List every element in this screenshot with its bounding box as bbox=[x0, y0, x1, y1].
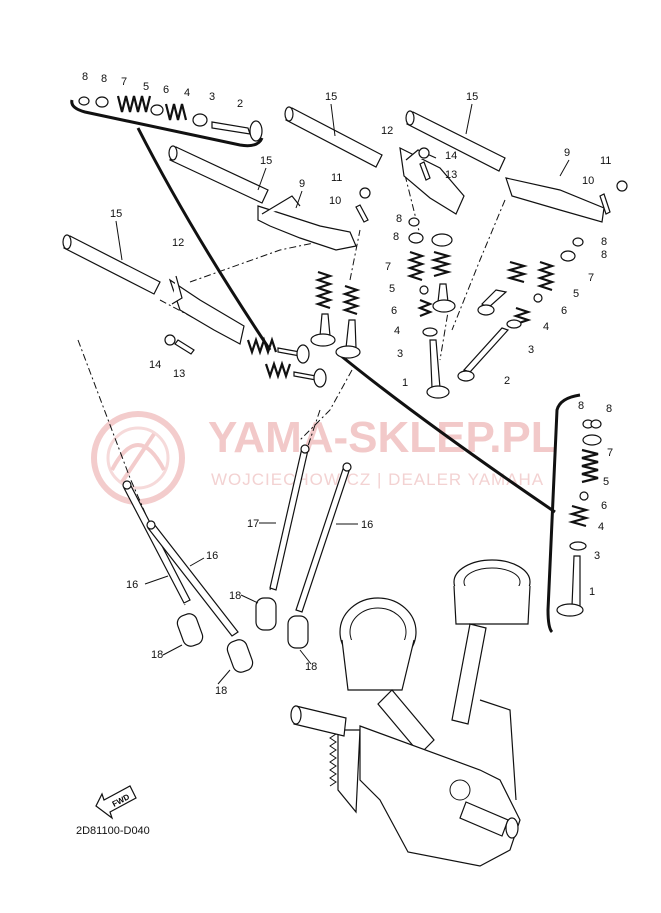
rocker-arms bbox=[168, 146, 605, 345]
callout-3: 3 bbox=[209, 91, 215, 103]
oil-seal-icon bbox=[150, 104, 164, 116]
callout-8: 8 bbox=[101, 73, 107, 85]
spring-seat-icon bbox=[192, 113, 208, 127]
callout-7: 7 bbox=[121, 76, 127, 88]
push-rod-tubes bbox=[62, 106, 506, 295]
callout-6: 6 bbox=[601, 500, 607, 512]
callout-4: 4 bbox=[543, 321, 549, 333]
callout-16: 16 bbox=[206, 550, 218, 562]
callout-10: 10 bbox=[582, 175, 594, 187]
callout-7: 7 bbox=[588, 272, 594, 284]
callout-11: 11 bbox=[331, 172, 342, 184]
callout-15: 15 bbox=[466, 91, 478, 103]
callout-11: 11 bbox=[600, 155, 611, 167]
callout-8: 8 bbox=[606, 403, 612, 415]
callout-1: 1 bbox=[402, 377, 408, 389]
callout-4: 4 bbox=[184, 87, 190, 99]
brackets bbox=[70, 99, 581, 634]
callout-10: 10 bbox=[329, 195, 341, 207]
crankshaft bbox=[290, 699, 521, 867]
part-code: 2D81100-D040 bbox=[76, 825, 150, 837]
callout-12: 12 bbox=[172, 237, 184, 249]
callout-8: 8 bbox=[82, 71, 88, 83]
push-rods bbox=[122, 444, 352, 637]
callout-17: 17 bbox=[247, 518, 259, 530]
valve-icon bbox=[211, 120, 263, 142]
callout-3: 3 bbox=[397, 348, 403, 360]
valve-keeper-icon bbox=[95, 96, 109, 108]
callout-8: 8 bbox=[396, 213, 402, 225]
callout-15: 15 bbox=[110, 208, 122, 220]
callout-16: 16 bbox=[126, 579, 138, 591]
callout-7: 7 bbox=[385, 261, 391, 273]
far-right-valve-assembly bbox=[556, 419, 602, 617]
callout-13: 13 bbox=[445, 169, 457, 181]
callout-9: 9 bbox=[564, 147, 570, 159]
nut-icon bbox=[164, 334, 176, 346]
callout-18: 18 bbox=[151, 649, 163, 661]
callout-12: 12 bbox=[381, 125, 393, 137]
spring-icon bbox=[116, 95, 152, 113]
callout-2: 2 bbox=[237, 98, 243, 110]
callout-1: 1 bbox=[589, 586, 595, 598]
callout-15: 15 bbox=[260, 155, 272, 167]
fwd-arrow-icon: FWD bbox=[95, 785, 137, 820]
callout-6: 6 bbox=[163, 84, 169, 96]
callout-5: 5 bbox=[389, 283, 395, 295]
watermark-title: YAMA-SKLEP.PL bbox=[208, 413, 558, 462]
callout-7: 7 bbox=[607, 447, 613, 459]
watermark: YAMA-SKLEP.PL WOJCIECHOWICZ | DEALER YAM… bbox=[91, 411, 558, 505]
callout-3: 3 bbox=[528, 344, 534, 356]
callout-3: 3 bbox=[594, 550, 600, 562]
callout-6: 6 bbox=[391, 305, 397, 317]
callout-8: 8 bbox=[578, 400, 584, 412]
callout-18: 18 bbox=[229, 590, 241, 602]
callout-16: 16 bbox=[361, 519, 373, 531]
nut-icon bbox=[418, 147, 430, 159]
callout-5: 5 bbox=[603, 476, 609, 488]
adjuster-screw-icon bbox=[355, 204, 369, 223]
right-center-valve-assembly bbox=[406, 217, 456, 399]
right-valve-assembly bbox=[457, 237, 584, 382]
callout-2: 2 bbox=[504, 375, 510, 387]
piston-left bbox=[339, 597, 417, 691]
callout-18: 18 bbox=[305, 661, 317, 673]
small-fasteners bbox=[164, 147, 628, 355]
callout-6: 6 bbox=[561, 305, 567, 317]
callout-4: 4 bbox=[394, 325, 400, 337]
upper-left-valve-assembly bbox=[78, 95, 263, 142]
callout-13: 13 bbox=[173, 368, 185, 380]
callout-8: 8 bbox=[393, 231, 399, 243]
crank-assembly bbox=[290, 559, 531, 867]
spring-icon bbox=[164, 103, 188, 121]
callout-18: 18 bbox=[215, 685, 227, 697]
nut-icon bbox=[616, 180, 628, 192]
valve-keeper-icon bbox=[78, 96, 90, 106]
piston-right bbox=[453, 559, 531, 625]
callout-5: 5 bbox=[573, 288, 579, 300]
adjuster-screw-icon bbox=[599, 193, 611, 215]
adjuster-screw-icon bbox=[174, 339, 195, 355]
callout-9: 9 bbox=[299, 178, 305, 190]
watermark-logo-icon bbox=[91, 411, 185, 505]
callout-8: 8 bbox=[601, 249, 607, 261]
adjuster-screw-icon bbox=[419, 161, 431, 181]
watermark-subtitle: WOJCIECHOWICZ | DEALER YAMAHA bbox=[211, 470, 544, 489]
center-valve-assembly bbox=[246, 270, 361, 388]
callout-15: 15 bbox=[325, 91, 337, 103]
callout-4: 4 bbox=[598, 521, 604, 533]
callout-ticks bbox=[115, 103, 570, 685]
callout-5: 5 bbox=[143, 81, 149, 93]
callout-14: 14 bbox=[149, 359, 161, 371]
callout-14: 14 bbox=[445, 150, 457, 162]
lifters bbox=[176, 597, 309, 673]
callout-8: 8 bbox=[601, 236, 607, 248]
callouts: 8 8 7 5 6 4 3 2 15 15 15 15 12 12 14 14 … bbox=[82, 71, 613, 697]
nut-icon bbox=[359, 187, 371, 199]
crank-gear bbox=[329, 729, 361, 814]
